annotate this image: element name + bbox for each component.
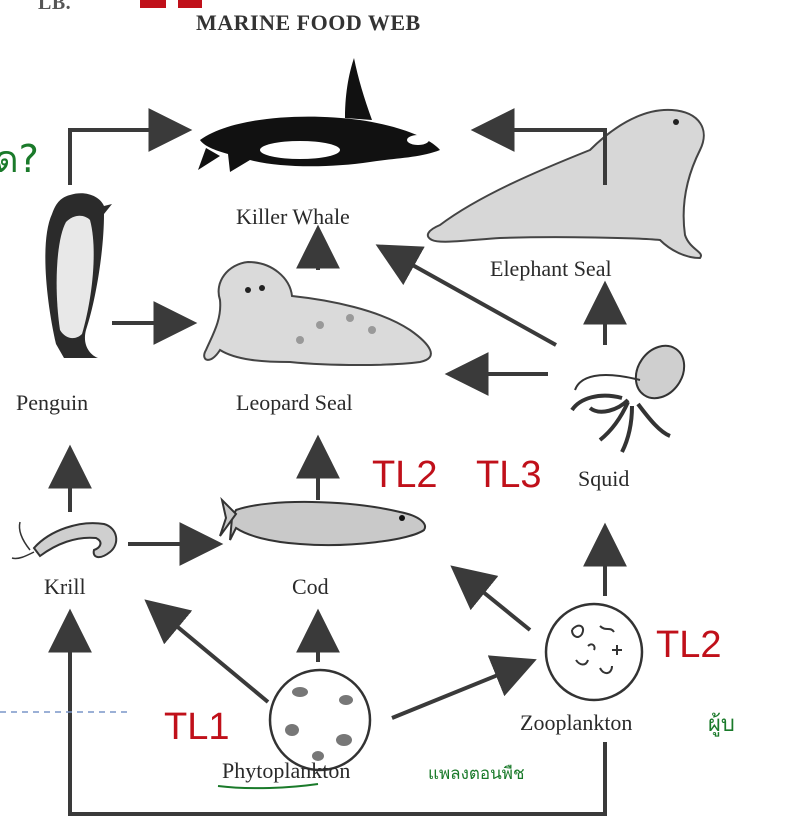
label-cod: Cod [292, 574, 329, 600]
annotation-tl1: TL1 [164, 706, 229, 749]
label-zooplankton: Zooplankton [520, 710, 632, 736]
diagram-title: MARINE FOOD WEB [196, 10, 421, 36]
killer-whale-icon [198, 58, 440, 172]
handwritten-question: ด? [0, 128, 39, 189]
elephant-seal-icon [428, 110, 704, 258]
label-phytoplankton: Phytoplankton [222, 758, 350, 784]
arrow-phytoplankton-to-krill [150, 604, 268, 702]
annotation-tl2-zooplankton: TL2 [656, 624, 721, 667]
label-leopard-seal: Leopard Seal [236, 390, 353, 416]
label-krill: Krill [44, 574, 86, 600]
label-killer-whale: Killer Whale [236, 204, 350, 230]
squid-icon [572, 336, 694, 452]
leopard-seal-icon [204, 262, 431, 365]
handwritten-zooplankton-note: ผู้บ [708, 706, 735, 741]
annotation-tl3: TL3 [476, 454, 541, 497]
label-elephant-seal: Elephant Seal [490, 256, 612, 282]
handwritten-phytoplankton-note: แพลงตอนพืช [428, 760, 525, 787]
label-penguin: Penguin [16, 390, 88, 416]
arrow-penguin-to-killer-whale [70, 130, 185, 185]
krill-icon [12, 522, 116, 559]
arrow-phytoplankton-to-zooplankton [392, 662, 530, 718]
arrow-zooplankton-to-cod [456, 570, 530, 630]
penguin-icon [45, 193, 112, 358]
phytoplankton-icon [270, 670, 370, 770]
zooplankton-icon [546, 604, 642, 700]
label-squid: Squid [578, 466, 629, 492]
cod-icon [220, 500, 425, 545]
annotation-tl2: TL2 [372, 454, 437, 497]
red-fragment-mark [140, 0, 166, 8]
top-left-fragment: LB. [38, 0, 71, 15]
red-fragment-mark-2 [178, 0, 202, 8]
handwritten-underline [218, 784, 318, 788]
